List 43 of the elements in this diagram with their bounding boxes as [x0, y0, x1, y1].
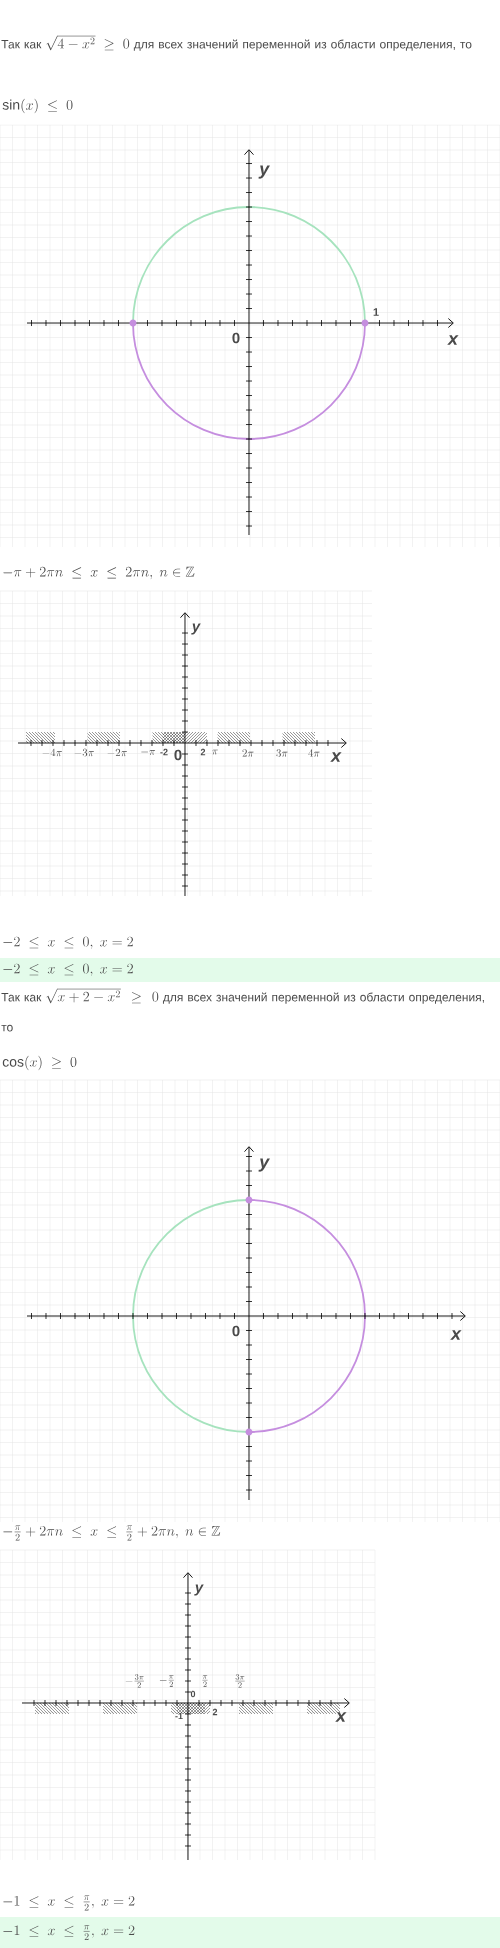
intro-text: Так как $\sqrt{4-x^{2}}\ \ge\ 0$ для всех значений переменной из области определения, то — [1, 35, 472, 51]
inequality-formula: $-\frac{\pi}{2}+2\pi n\ \le\ x\ \le\ \frac{\pi}{2}+2\pi n,\ n\in\mathbb{Z}$ — [3, 1525, 221, 1541]
tick-label: $4\pi$ — [308, 749, 320, 757]
tick-label: $\pi$ — [212, 749, 218, 755]
inequality-formula: $\cos(x)\ \ge\ 0$ — [2, 1055, 77, 1071]
axis-label: x — [335, 1712, 347, 1722]
label: то — [1, 1024, 13, 1032]
tick-label: $-\frac{3\pi}{2}$ — [125, 1674, 144, 1688]
inequality-formula: $-1\ \le\ x\ \le\ \frac{\pi}{2},\ x=2$ — [3, 1895, 135, 1911]
tick-label: $\frac{\pi}{2}$ — [202, 1675, 208, 1687]
tick-label: $-3\pi$ — [74, 748, 94, 757]
axis-label: y — [258, 165, 270, 179]
axis-label: x — [330, 752, 342, 762]
tick-label: 2 — [212, 1708, 218, 1716]
axis-label: y — [258, 1158, 270, 1172]
tick-label: $2\pi$ — [242, 749, 254, 757]
answer-box: $-2\ \le\ x\ \le\ 0,\ x=2$ — [0, 958, 500, 982]
axis-label: x — [450, 1330, 462, 1340]
tick-label: $-4\pi$ — [42, 748, 62, 757]
origin-label: 0 — [174, 749, 182, 761]
axis-label: y — [191, 623, 201, 635]
inequality-formula: $\sin(x)\ \le\ 0$ — [2, 98, 73, 114]
tick-label: $\frac{3\pi}{2}$ — [235, 1674, 245, 1688]
tick-label: -1 — [175, 1712, 183, 1720]
answer-box: $-1\ \le\ x\ \le\ \frac{\pi}{2},\ x=2$ — [0, 1917, 500, 1948]
origin-label: 0 — [232, 1325, 240, 1337]
origin-label: 0 — [232, 332, 240, 344]
inequality-formula: $-2\ \le\ x\ \le\ 0,\ x=2$ — [3, 936, 133, 950]
inequality-formula: $-\pi+2\pi n\ \le\ x\ \le\ 2\pi n,\ n\in\mathbb{Z}$ — [3, 566, 195, 580]
tick-label: $-\pi$ — [141, 750, 156, 755]
tick-label: $-\frac{\pi}{2}$ — [159, 1675, 174, 1687]
tick-label: 2 — [200, 748, 206, 756]
label: Так как — [1, 993, 42, 1002]
intro-text: Так как $\sqrt{x+2-x^{2}}\ \ge\ 0$ для всех значений переменной из области определения, то — [1, 988, 484, 1032]
origin-label: 0 — [190, 1690, 196, 1698]
label: $\sqrt{x+2-x^{2}}\ \ge\ 0$ — [46, 988, 159, 1004]
tick-label: -2 — [160, 748, 168, 756]
axis-label: y — [194, 1584, 204, 1596]
tick-label: 1 — [373, 308, 379, 316]
tick-label: $-2\pi$ — [107, 748, 127, 757]
tick-label: $3\pi$ — [276, 749, 288, 757]
axis-label: x — [447, 335, 459, 345]
label: для всех значений переменной из области определения, — [162, 992, 484, 1004]
